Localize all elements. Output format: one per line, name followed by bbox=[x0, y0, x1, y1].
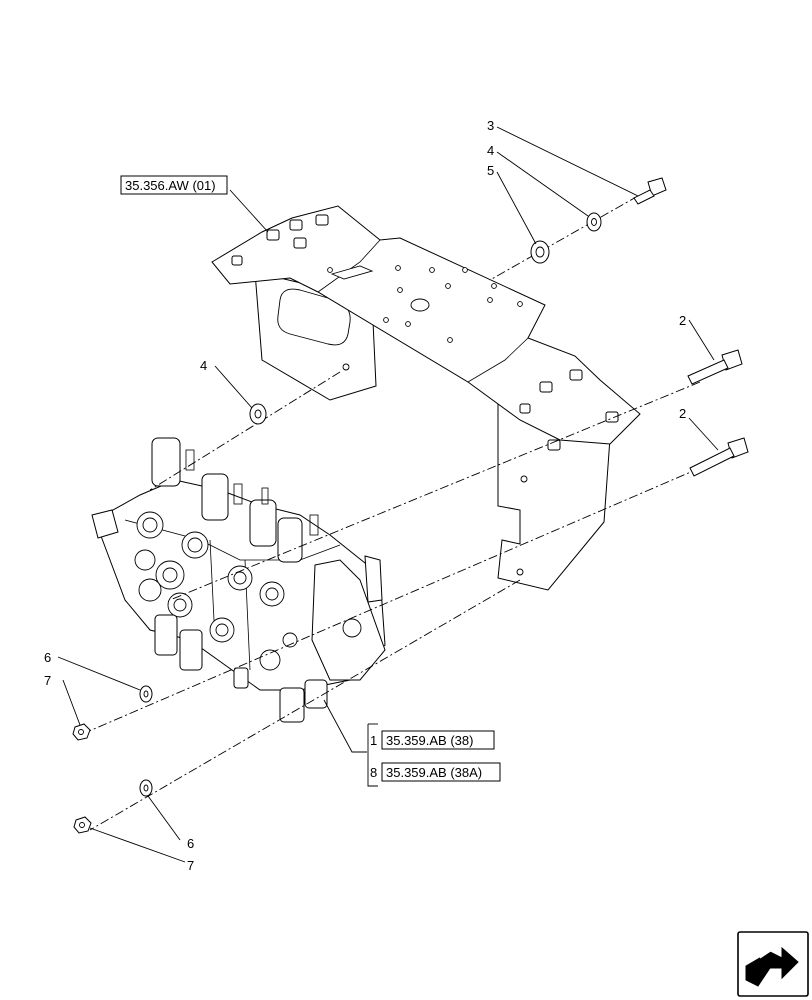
callout-6-lower: 6 bbox=[187, 836, 194, 851]
spacer-5 bbox=[530, 240, 550, 264]
callout-leaders bbox=[57, 126, 719, 863]
callout-2-upper: 2 bbox=[679, 313, 686, 328]
mounting-bracket bbox=[211, 205, 641, 591]
bracket-reference-link[interactable]: 35.356.AW (01) bbox=[120, 175, 228, 195]
bolt-3 bbox=[633, 177, 667, 205]
callout-4-top: 4 bbox=[487, 143, 494, 158]
valve-reference-label-38: 35.359.AB (38) bbox=[386, 733, 473, 748]
nut-7-lower bbox=[73, 816, 92, 834]
valve-reference-label-38a: 35.359.AB (38A) bbox=[386, 765, 482, 780]
callout-2-lower: 2 bbox=[679, 406, 686, 421]
valve-reference-index-1: 1 bbox=[370, 733, 377, 748]
callout-5: 5 bbox=[487, 163, 494, 178]
valve-reference-link-38a[interactable]: 35.359.AB (38A) bbox=[381, 762, 501, 782]
callout-4-left: 4 bbox=[200, 358, 207, 373]
washer-4-top bbox=[586, 212, 602, 232]
valve-reference-index-8: 8 bbox=[370, 765, 377, 780]
bolt-2-upper bbox=[687, 349, 743, 385]
next-page-arrow-icon[interactable] bbox=[737, 931, 809, 997]
callout-3: 3 bbox=[487, 118, 494, 133]
bracket-bolt-heads-left bbox=[231, 214, 329, 266]
callout-7-lower: 7 bbox=[187, 858, 194, 873]
valve-reference-link-38[interactable]: 35.359.AB (38) bbox=[381, 730, 495, 750]
washer-4-left bbox=[249, 403, 267, 425]
nut-7-upper bbox=[72, 723, 91, 741]
hydraulic-control-valve bbox=[91, 437, 386, 723]
bolt-2-lower bbox=[689, 437, 749, 477]
callout-7-upper: 7 bbox=[44, 673, 51, 688]
washer-6-lower bbox=[139, 779, 153, 797]
callout-6-upper: 6 bbox=[44, 650, 51, 665]
assembly-centerlines bbox=[79, 195, 701, 831]
bracket-bolt-heads-right bbox=[519, 369, 619, 451]
bracket-reference-label: 35.356.AW (01) bbox=[125, 178, 216, 193]
washer-6-upper bbox=[139, 685, 153, 703]
